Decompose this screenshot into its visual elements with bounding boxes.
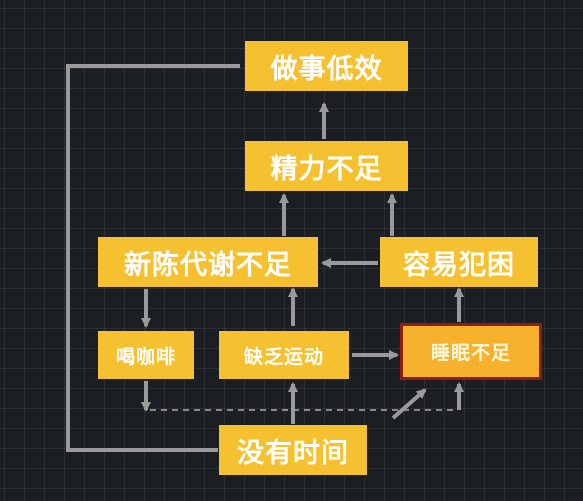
node-drink-coffee: 喝咖啡	[98, 331, 194, 379]
node-no-time: 没有时间	[219, 425, 367, 475]
node-low-metabolism: 新陈代谢不足	[98, 237, 318, 287]
edge-no-time-to-inefficient	[66, 64, 240, 452]
node-low-energy: 精力不足	[245, 141, 408, 191]
node-easily-sleepy: 容易犯困	[380, 237, 538, 287]
edge-no-time-to-sleep	[391, 388, 427, 420]
node-inefficient: 做事低效	[245, 41, 408, 91]
node-lack-sleep: 睡眠不足	[400, 323, 542, 380]
node-lack-exercise: 缺乏运动	[219, 331, 349, 379]
